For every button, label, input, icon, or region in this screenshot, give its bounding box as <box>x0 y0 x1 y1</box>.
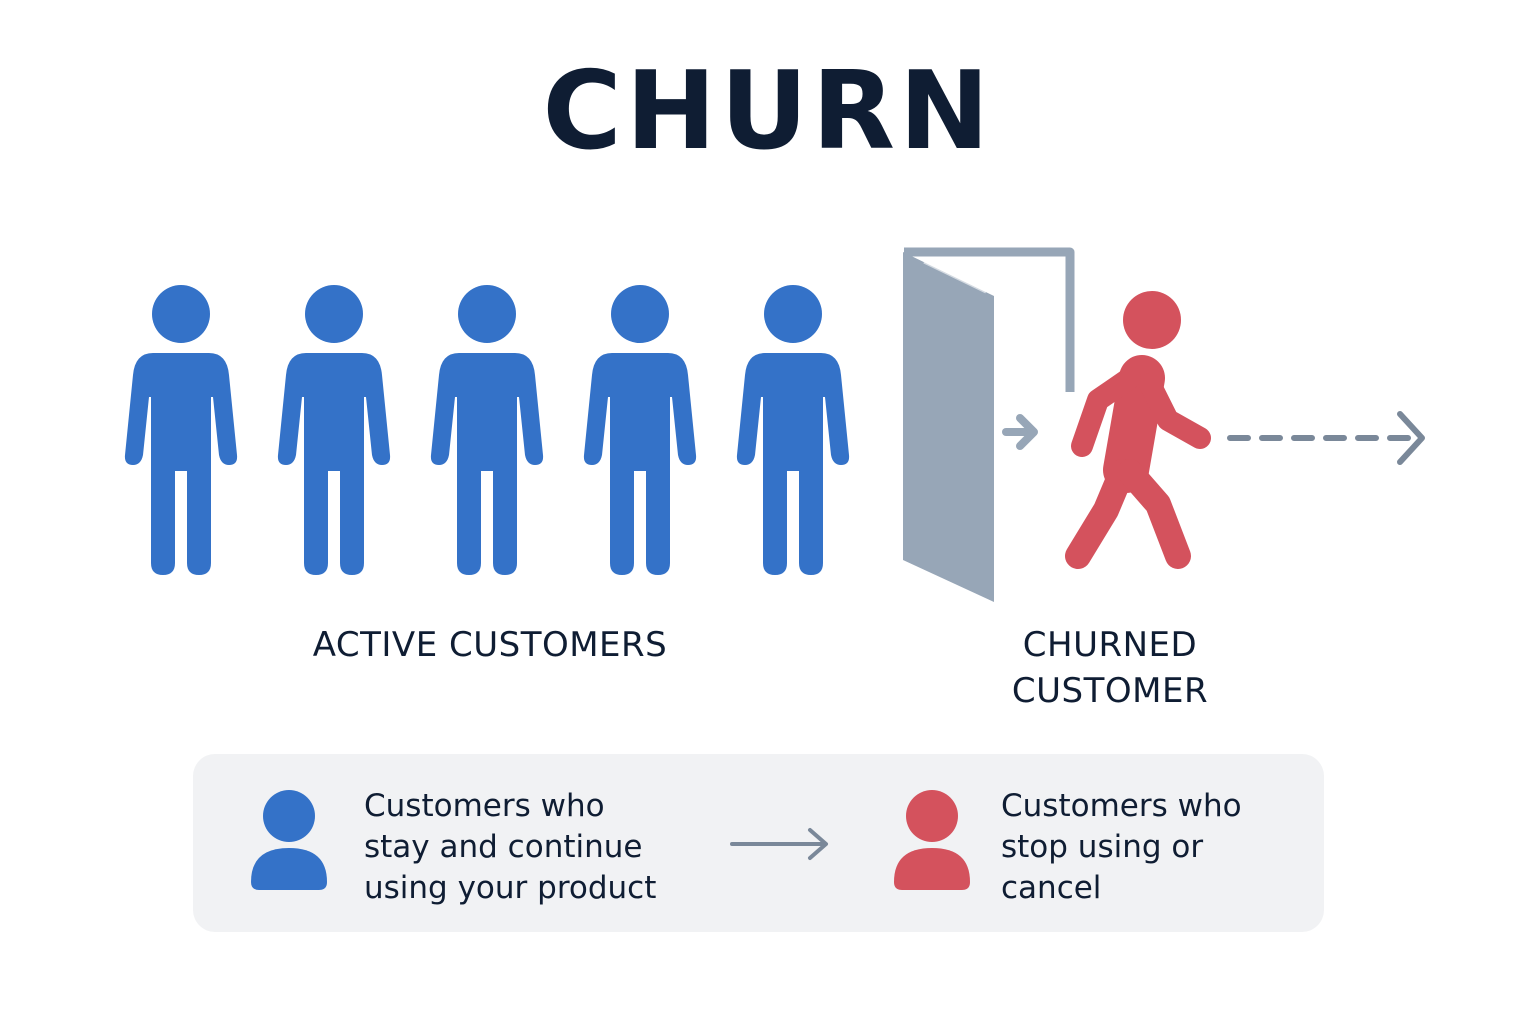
legend-active-line1: Customers who <box>364 788 605 824</box>
churned-customer-label: CHURNED CUSTOMER <box>960 622 1260 714</box>
standing-person-icon <box>736 285 850 575</box>
legend-arrow-icon <box>730 828 828 860</box>
churned-label-line1: CHURNED <box>1022 625 1198 665</box>
legend-box: Customers who stay and continue using yo… <box>193 754 1324 932</box>
active-customers-group <box>124 285 850 575</box>
legend-churned-line2: stop using or <box>1001 829 1204 865</box>
standing-person-icon <box>430 285 544 575</box>
dashed-arrow-right-icon <box>1227 411 1425 465</box>
standing-person-icon <box>583 285 697 575</box>
arrow-right-icon <box>1002 414 1038 450</box>
legend-active-line2: stay and continue <box>364 829 643 865</box>
churned-label-line2: CUSTOMER <box>1011 671 1209 711</box>
walking-person-icon <box>1065 291 1211 569</box>
standing-person-icon <box>124 285 238 575</box>
legend-churned-line1: Customers who <box>1001 788 1242 824</box>
active-customers-label: ACTIVE CUSTOMERS <box>312 625 668 665</box>
legend-churned-text: Customers who stop using or cancel <box>1001 786 1331 909</box>
user-icon <box>894 790 970 890</box>
legend-churned-line3: cancel <box>1001 870 1102 906</box>
user-icon <box>251 790 327 890</box>
legend-active-line3: using your product <box>364 870 657 906</box>
legend-active-text: Customers who stay and continue using yo… <box>364 786 694 909</box>
open-door-icon <box>903 247 1075 602</box>
standing-person-icon <box>277 285 391 575</box>
page-title: CHURN <box>542 49 994 174</box>
